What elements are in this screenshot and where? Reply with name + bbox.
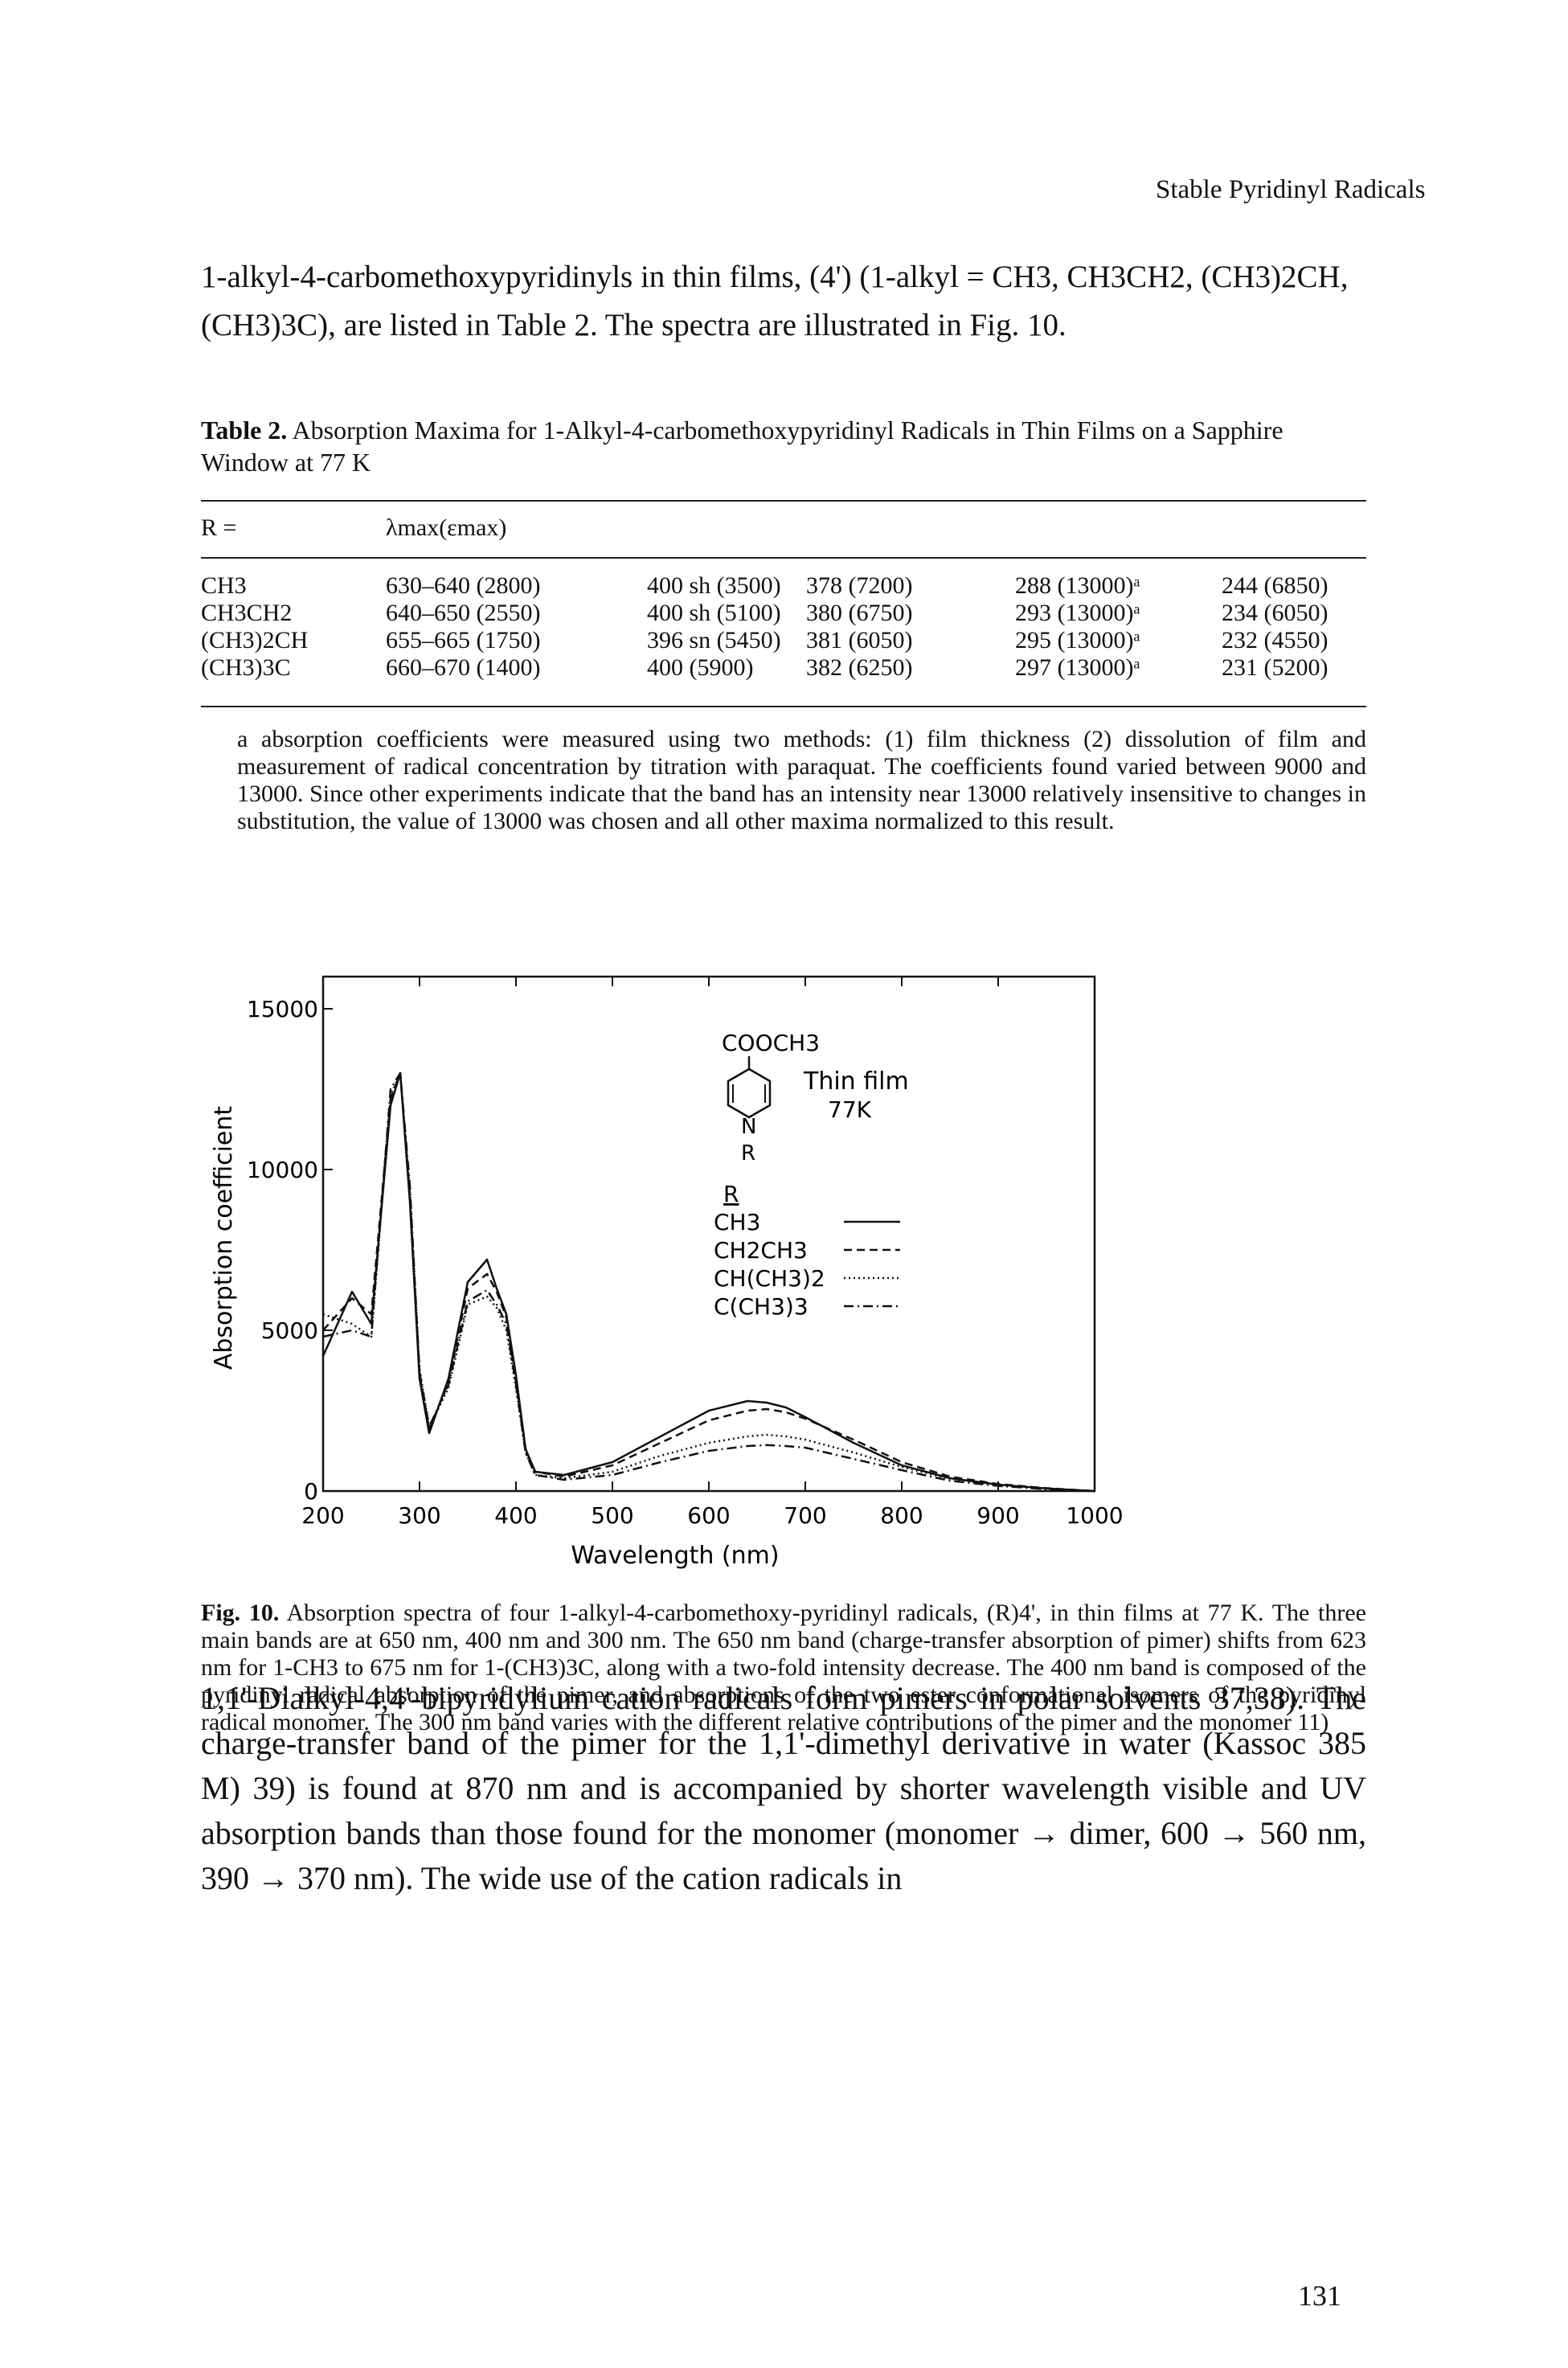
y-tick-labels: 0 5000 10000 15000 — [247, 996, 318, 1505]
figure-caption-text: Absorption spectra of four 1-alkyl-4-car… — [201, 1600, 1366, 1735]
series-lines — [321, 1071, 1095, 1493]
pyridine-ring — [727, 1067, 772, 1119]
table-cell: 640–650 (2550) — [386, 600, 541, 626]
x-tick-labels: 200 300 400 500 600 700 800 900 1000 — [301, 1502, 1123, 1529]
table-cell: 234 (6050) — [1222, 600, 1329, 626]
table-cell: 381 (6050) — [806, 627, 913, 653]
x-tick-label: 300 — [398, 1502, 440, 1529]
absorption-spectra-chart: 200 300 400 500 600 700 800 900 1000 0 5000 10000 1… — [210, 975, 1124, 1570]
structure-n: N — [741, 1115, 756, 1139]
annotation-temperature: 77K — [828, 1096, 872, 1123]
table-cell-r: (CH3)3C — [201, 654, 291, 681]
table-cell: 231 (5200) — [1222, 654, 1329, 681]
table-cell: 288 (13000)ᵃ — [1015, 572, 1140, 599]
pyridinyl-structure: COOCH3 N R — [722, 1030, 820, 1166]
table-cell: 297 (13000)ᵃ — [1015, 654, 1140, 681]
x-tick-label: 1000 — [1066, 1502, 1123, 1529]
table-cell: 400 sh (5100) — [647, 600, 781, 626]
x-axis-label: Wavelength (nm) — [571, 1542, 779, 1570]
table-header-lambda: λmax(εmax) — [386, 514, 507, 541]
series-line-2 — [322, 1071, 1095, 1493]
x-tick-label: 200 — [301, 1502, 344, 1529]
x-tick-label: 700 — [784, 1502, 826, 1529]
figure-caption: Fig. 10. Absorption spectra of four 1-al… — [201, 1600, 1366, 1736]
table-cell: 400 (5900) — [647, 654, 754, 681]
y-tick-label: 15000 — [247, 996, 318, 1022]
chart-legend: R CH3 CH2CH3 CH(CH3)2 C(CH3)3 — [714, 1181, 900, 1320]
legend-label-0: CH3 — [714, 1209, 760, 1235]
table-cell-r: CH3CH2 — [201, 600, 293, 626]
table-cell: 295 (13000)ᵃ — [1015, 627, 1140, 653]
plot-frame — [321, 975, 1096, 1493]
running-head: Stable Pyridinyl Radicals — [1156, 175, 1426, 204]
annotation-thin-film: Thin film — [803, 1067, 909, 1096]
page-number: 131 — [1298, 2280, 1341, 2312]
y-tick-label: 0 — [304, 1478, 318, 1505]
table-bottom-rule — [201, 706, 1366, 707]
table-cell: 630–640 (2800) — [386, 572, 541, 599]
series-line-3 — [322, 1071, 1095, 1493]
legend-label-2: CH(CH3)2 — [714, 1265, 825, 1292]
table-cell-r: (CH3)2CH — [201, 627, 309, 653]
x-tick-label: 400 — [494, 1502, 537, 1529]
legend-label-3: C(CH3)3 — [714, 1293, 809, 1320]
intro-paragraph: 1-alkyl-4-carbomethoxypyridinyls in thin… — [201, 260, 1349, 342]
table-cell: 655–665 (1750) — [386, 627, 541, 653]
y-axis-label: Absorption coefficient — [210, 1106, 238, 1370]
x-tick-label: 600 — [687, 1502, 730, 1529]
table-caption: Table 2. Absorption Maxima for 1-Alkyl-4… — [201, 414, 1366, 478]
table-cell: 400 sh (3500) — [647, 572, 781, 599]
series-line-1 — [322, 1071, 1095, 1493]
table-caption-label: Table 2. — [201, 416, 288, 445]
x-tick-label: 500 — [591, 1502, 633, 1529]
y-tick-label: 5000 — [261, 1317, 318, 1344]
figure-caption-label: Fig. 10. — [201, 1600, 280, 1626]
table-header-rule — [201, 557, 1366, 559]
structure-r: R — [741, 1141, 755, 1166]
x-tick-label: 800 — [880, 1502, 923, 1529]
series-line-0 — [321, 1071, 1095, 1493]
y-tick-label: 10000 — [247, 1157, 318, 1183]
table-caption-text: Absorption Maxima for 1-Alkyl-4-carbomet… — [201, 416, 1283, 477]
table-cell: 660–670 (1400) — [386, 654, 541, 681]
x-tick-label: 900 — [976, 1502, 1019, 1529]
table-cell: 232 (4550) — [1222, 627, 1329, 653]
table-cell: 382 (6250) — [806, 654, 913, 681]
table-cell: 293 (13000)ᵃ — [1015, 600, 1140, 626]
legend-label-1: CH2CH3 — [714, 1237, 808, 1264]
table-header-r: R = — [201, 514, 237, 541]
legend-title: R — [723, 1181, 739, 1207]
table-top-rule — [201, 500, 1366, 502]
table-cell: 244 (6850) — [1222, 572, 1329, 599]
structure-substituent: COOCH3 — [722, 1030, 820, 1056]
table-cell-r: CH3 — [201, 572, 247, 599]
table-cell: 396 sn (5450) — [647, 627, 781, 653]
table-cell: 380 (6750) — [806, 600, 913, 626]
table-footnote: a absorption coefficients were measured … — [237, 726, 1366, 834]
table-cell: 378 (7200) — [806, 572, 913, 599]
axis-ticks — [322, 977, 1095, 1492]
body-paragraph: 1,1'-Dialkyl-4,4'-bipyridylium cation ra… — [201, 1680, 1366, 1896]
